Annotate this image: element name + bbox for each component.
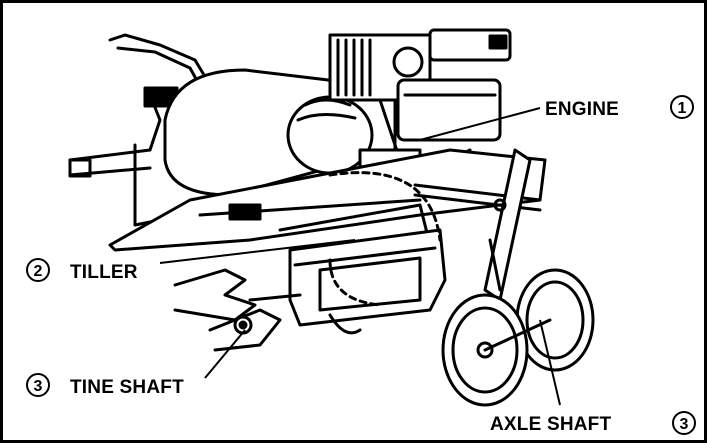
label-axle-shaft: AXLE SHAFT 3 <box>490 411 696 435</box>
label-tine-shaft-text: TINE SHAFT <box>70 377 184 398</box>
label-engine-text: ENGINE <box>545 99 619 120</box>
depth-bar <box>413 148 542 302</box>
wheels <box>441 268 595 407</box>
engine-leader <box>419 107 541 141</box>
tines <box>173 268 362 352</box>
callout-circle <box>26 373 50 397</box>
label-tiller: 2 TILLER <box>26 258 138 283</box>
callout-circle <box>26 258 50 282</box>
tiller-housing <box>288 171 447 327</box>
label-engine: ENGINE 1 <box>545 95 694 120</box>
tine-shaft-leader <box>204 329 246 379</box>
label-axle-shaft-number: 3 <box>680 416 689 433</box>
callout-circle <box>670 95 694 119</box>
label-tine-shaft-number: 3 <box>34 378 43 395</box>
callout-circle <box>672 411 696 435</box>
label-tiller-number: 2 <box>34 263 43 280</box>
label-engine-number: 1 <box>678 100 687 117</box>
label-tine-shaft: 3 TINE SHAFT <box>26 373 184 398</box>
label-axle-shaft-text: AXLE SHAFT <box>490 414 611 435</box>
leader-lines <box>159 107 561 406</box>
label-tiller-text: TILLER <box>70 262 138 283</box>
axle-shaft-leader <box>539 319 561 406</box>
tiller-leader <box>159 239 356 264</box>
